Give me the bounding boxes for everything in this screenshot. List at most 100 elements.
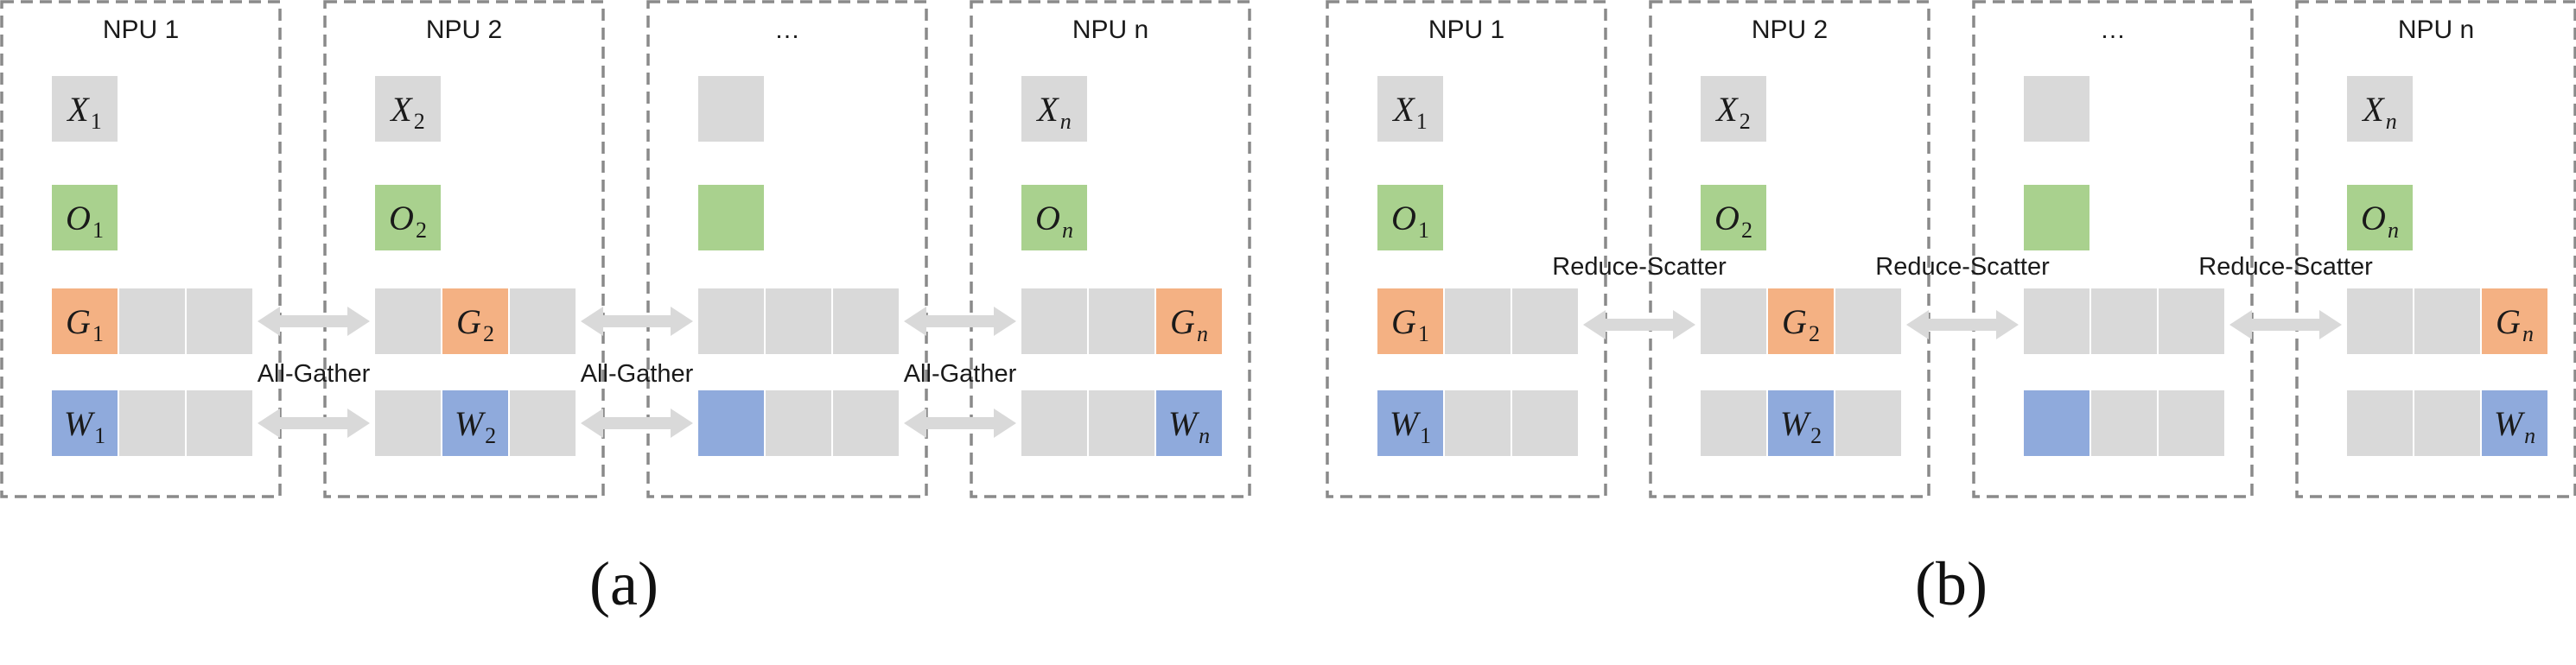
weight-w-cell <box>2347 390 2413 456</box>
panel_a-comm-arrow <box>581 307 693 336</box>
panel_a-comm-label: All-Gather <box>258 360 371 388</box>
npu-border <box>2295 0 2576 498</box>
npu-border <box>323 0 605 498</box>
weight-w-cell <box>375 390 441 456</box>
output-o-cell <box>52 185 118 250</box>
input-x-label: Xn <box>1035 90 1071 134</box>
panel_b-comm-arrow <box>1906 310 2019 339</box>
output-o-label: O2 <box>1714 199 1752 243</box>
gradient-g-cell <box>833 288 899 354</box>
input-x-cell <box>1377 76 1443 142</box>
weight-w-cell <box>2414 390 2480 456</box>
npu-title: NPU 2 <box>426 16 502 44</box>
weight-w-cell <box>2159 390 2224 456</box>
input-x-label: X2 <box>1714 90 1750 134</box>
npu-title: … <box>774 16 800 44</box>
input-x-cell <box>1701 76 1766 142</box>
gradient-g-cell <box>1701 288 1766 354</box>
input-x-label: X1 <box>1391 90 1427 134</box>
output-o-cell <box>698 185 764 250</box>
weight-w-cell <box>52 390 118 456</box>
output-o-cell <box>2347 185 2413 250</box>
gradient-g-cell <box>1377 288 1443 354</box>
npu-title: NPU n <box>1072 16 1148 44</box>
weight-w-cell <box>1089 390 1154 456</box>
weight-w-label: W1 <box>1390 404 1431 448</box>
output-o-cell <box>1701 185 1766 250</box>
panel_b-npu-3: … <box>1972 0 2254 498</box>
weight-w-label: Wn <box>1168 404 1210 448</box>
output-o-label: O1 <box>1391 199 1429 243</box>
weight-w-cell <box>1445 390 1511 456</box>
panel_b-comm-arrow <box>1583 310 1695 339</box>
gradient-g-label: G2 <box>1782 302 1820 346</box>
gradient-g-cell <box>187 288 252 354</box>
panel_a-comm-arrow <box>258 307 370 336</box>
weight-w-cell <box>1377 390 1443 456</box>
gradient-g-cell <box>1089 288 1154 354</box>
input-x-cell <box>375 76 441 142</box>
panel_a-comm-arrow <box>581 408 693 438</box>
panel_b-comm-arrow <box>2229 310 2342 339</box>
weight-w-cell <box>187 390 252 456</box>
gradient-g-label: G2 <box>456 302 494 346</box>
output-o-cell <box>375 185 441 250</box>
gradient-g-cell <box>2024 288 2089 354</box>
output-o-cell <box>1021 185 1087 250</box>
panel_b-comm-label: Reduce-Scatter <box>1875 253 2050 281</box>
weight-w-cell <box>698 390 764 456</box>
input-x-cell <box>698 76 764 142</box>
gradient-g-cell <box>442 288 508 354</box>
input-x-cell <box>52 76 118 142</box>
gradient-g-label: Gn <box>1170 302 1208 346</box>
gradient-g-cell <box>52 288 118 354</box>
weight-w-cell <box>2482 390 2547 456</box>
weight-w-label: W2 <box>1780 404 1822 448</box>
npu-title: NPU 1 <box>103 16 179 44</box>
npu-title: NPU 1 <box>1428 16 1504 44</box>
gradient-g-cell <box>1512 288 1578 354</box>
npu-border <box>970 0 1251 498</box>
npu-border <box>646 0 928 498</box>
gradient-g-cell <box>375 288 441 354</box>
weight-w-cell <box>1512 390 1578 456</box>
gradient-g-label: G1 <box>66 302 104 346</box>
gradient-g-cell <box>766 288 831 354</box>
output-o-label: O1 <box>66 199 104 243</box>
output-o-label: On <box>1035 199 1073 243</box>
gradient-g-cell <box>2159 288 2224 354</box>
output-o-cell <box>2024 185 2089 250</box>
gradient-g-cell <box>2347 288 2413 354</box>
npu-title: … <box>2100 16 2126 44</box>
panel_a-comm-arrow <box>258 408 370 438</box>
output-o-label: O2 <box>389 199 427 243</box>
gradient-g-cell <box>2414 288 2480 354</box>
panel_a-comm-label: All-Gather <box>904 360 1017 388</box>
npu-title: NPU 2 <box>1752 16 1828 44</box>
input-x-label: X1 <box>66 90 101 134</box>
panel_b-comm-label: Reduce-Scatter <box>1552 253 1727 281</box>
weight-w-label: W1 <box>64 404 105 448</box>
weight-w-cell <box>1768 390 1834 456</box>
gradient-g-label: Gn <box>2496 302 2534 346</box>
weight-w-cell <box>766 390 831 456</box>
weight-w-cell <box>1701 390 1766 456</box>
gradient-g-cell <box>698 288 764 354</box>
npu-title: NPU n <box>2398 16 2474 44</box>
gradient-g-cell <box>510 288 576 354</box>
weight-w-cell <box>2024 390 2089 456</box>
caption-a: (a) <box>589 549 658 618</box>
npu-border <box>1326 0 1607 498</box>
gradient-g-cell <box>1768 288 1834 354</box>
weight-w-label: W2 <box>455 404 496 448</box>
weight-w-cell <box>119 390 185 456</box>
gradient-g-cell <box>2482 288 2547 354</box>
npu-border <box>1972 0 2254 498</box>
